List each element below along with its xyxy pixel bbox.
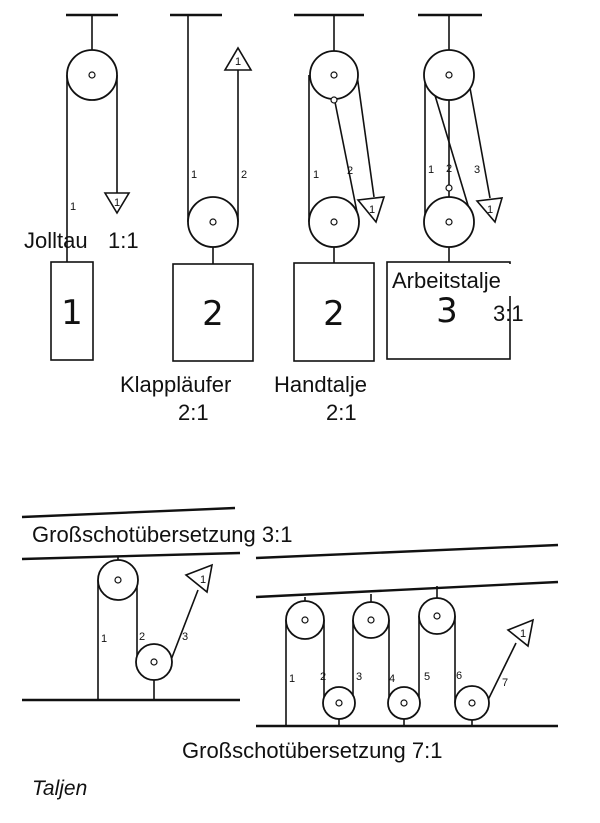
rope-number: 1 xyxy=(101,633,107,645)
force-arrow-icon xyxy=(475,197,504,224)
jolltau-system: 1 1 1 xyxy=(50,13,131,361)
rope-number: 5 xyxy=(424,671,430,683)
rope-number: 3 xyxy=(182,631,188,643)
label-klapplaeufer-ratio: 2:1 xyxy=(178,400,209,425)
rope-number: 1 xyxy=(70,201,76,213)
rope-number: 7 xyxy=(502,677,508,689)
weight-box xyxy=(293,262,375,362)
klapplaeufer-system: 1 1 2 2 xyxy=(170,13,254,362)
weight-box xyxy=(386,261,511,360)
figure-caption: Taljen xyxy=(32,777,87,800)
pulley-axle xyxy=(330,218,338,226)
force-arrow-icon xyxy=(356,196,386,224)
weight-label: 1 xyxy=(61,293,83,333)
pulley-axle xyxy=(400,699,408,707)
rope-segment xyxy=(433,91,474,223)
rope-number: 2 xyxy=(241,169,247,181)
weight-box xyxy=(50,261,94,361)
label-jolltau-ratio: 1:1 xyxy=(108,228,139,253)
force-mark: 1 xyxy=(369,204,375,216)
pulley-axle xyxy=(209,218,217,226)
weight-label: 2 xyxy=(202,294,224,334)
label-arbeitstalje: Arbeitstalje xyxy=(392,268,501,293)
label-handtalje: Handtalje xyxy=(274,372,367,397)
weight-label: 2 xyxy=(323,294,345,334)
label-backdrop xyxy=(390,264,542,296)
label-handtalje-ratio: 2:1 xyxy=(326,400,357,425)
pulley-axle xyxy=(330,71,338,79)
rope-segment xyxy=(170,589,199,661)
force-arrow-icon xyxy=(506,618,535,648)
rope-number: 3 xyxy=(356,671,362,683)
rope-number: 2 xyxy=(139,631,145,643)
force-mark: 1 xyxy=(200,574,206,586)
boom-line xyxy=(21,506,236,519)
rope-number: 1 xyxy=(428,164,434,176)
force-arrow-icon xyxy=(184,563,214,594)
rope-number: 3 xyxy=(474,164,480,176)
rope-segment xyxy=(469,87,491,199)
pulley-axle xyxy=(445,184,453,192)
pulley-axle xyxy=(150,658,158,666)
force-mark: 1 xyxy=(235,56,241,68)
pulley-axle xyxy=(88,71,96,79)
rope-number: 2 xyxy=(446,163,452,175)
rope-segment xyxy=(356,74,375,198)
pulley-axle xyxy=(301,616,309,624)
rope-number: 1 xyxy=(289,673,295,685)
rope-segment xyxy=(333,96,360,223)
rope-number: 2 xyxy=(347,165,353,177)
rope-segment xyxy=(487,642,517,701)
label-jolltau: Jolltau xyxy=(24,228,88,253)
pulley-axle xyxy=(445,71,453,79)
pulley-axle xyxy=(468,699,476,707)
rope-number: 2 xyxy=(320,671,326,683)
force-mark: 1 xyxy=(520,628,526,640)
boom-line xyxy=(255,580,559,599)
rope-number: 1 xyxy=(313,169,319,181)
force-mark: 1 xyxy=(487,204,493,216)
arbeitstalje-system: 1 1 2 3 3 xyxy=(386,13,542,360)
handtalje-system: 1 1 2 2 xyxy=(293,13,386,362)
rope-number: 4 xyxy=(389,673,395,685)
label-grossschot-7: Großschotübersetzung 7:1 xyxy=(182,738,442,763)
pulley-axle xyxy=(335,699,343,707)
pulley-axle xyxy=(445,218,453,226)
pulley-axle xyxy=(330,96,338,104)
grossschot-3-system: 1 1 2 3 xyxy=(21,506,241,702)
label-arbeitstalje-ratio: 3:1 xyxy=(493,301,524,326)
pulley-axle xyxy=(114,576,122,584)
pulley-axle xyxy=(367,616,375,624)
force-arrow-icon xyxy=(103,192,131,215)
force-mark: 1 xyxy=(114,197,120,209)
label-grossschot-3: Großschotübersetzung 3:1 xyxy=(32,522,292,547)
boom-line xyxy=(255,543,559,560)
pulley-axle xyxy=(433,612,441,620)
force-arrow-icon xyxy=(223,46,253,71)
weight-box xyxy=(172,263,254,362)
rope-number: 1 xyxy=(191,169,197,181)
rope-number: 6 xyxy=(456,670,462,682)
grossschot-7-system: 1 1 2 3 4 5 6 7 xyxy=(255,543,559,728)
label-klapplaeufer: Klappläufer xyxy=(120,372,231,397)
weight-label: 3 xyxy=(436,291,458,331)
boom-line xyxy=(21,551,241,561)
